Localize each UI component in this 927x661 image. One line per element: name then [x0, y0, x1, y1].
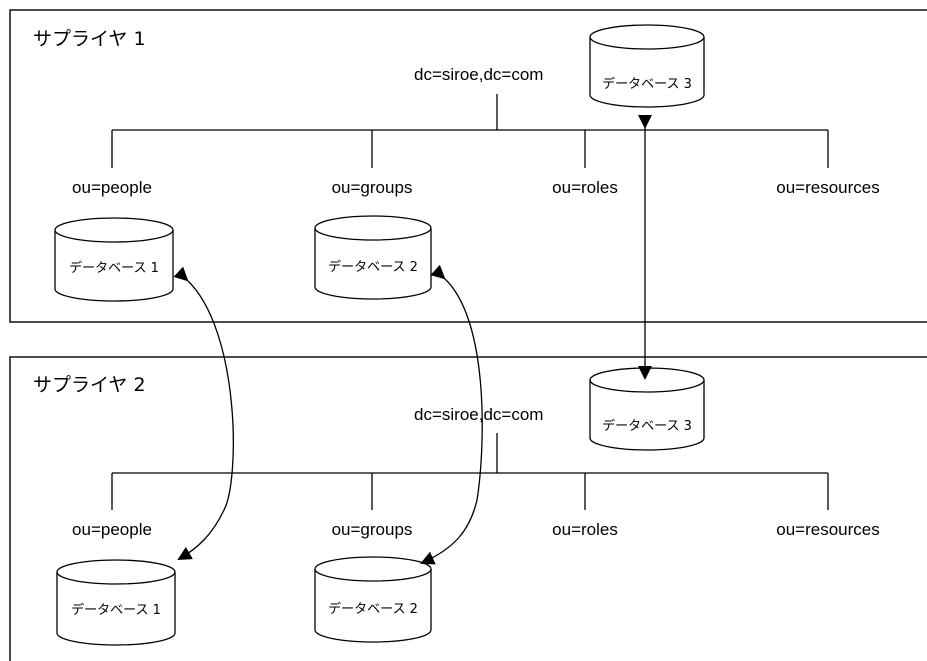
supplier-1-panel: サプライヤ 1 dc=siroe,dc=com ou=people ou=gro… [9, 9, 927, 323]
database-cylinder-body [589, 37, 705, 108]
database-cylinder-top [314, 215, 432, 241]
replication-arrow-database-1 [173, 266, 234, 561]
supplier-2-database-2: データベース 2 [314, 556, 432, 643]
database-cylinder-top [54, 217, 174, 243]
replication-arrow-database-2 [420, 264, 483, 565]
supplier-2-ou-groups: ou=groups [332, 520, 413, 539]
supplier-2-root-label: dc=siroe,dc=com [414, 405, 543, 424]
supplier-1-frame [9, 9, 927, 323]
database-cylinder-top [589, 367, 705, 393]
supplier-2-database-3-label: データベース 3 [602, 418, 692, 434]
supplier-2-title: サプライヤ 2 [33, 374, 146, 396]
database-cylinder-top [56, 559, 176, 585]
supplier-2-panel: サプライヤ 2 dc=siroe,dc=com ou=people ou=gro… [9, 356, 927, 661]
supplier-1-database-1-label: データベース 1 [69, 260, 159, 276]
supplier-1-database-1: データベース 1 [54, 217, 174, 302]
supplier-2-database-2-label: データベース 2 [328, 601, 418, 617]
database-cylinder-body [314, 569, 432, 643]
supplier-2-database-3: データベース 3 [589, 367, 705, 451]
supplier-2-ou-roles: ou=roles [552, 520, 618, 539]
database-cylinder-body [54, 230, 174, 302]
supplier-1-database-2: データベース 2 [314, 215, 432, 300]
supplier-2-frame [9, 356, 927, 661]
supplier-1-ou-groups: ou=groups [332, 178, 413, 197]
supplier-1-database-3-label: データベース 3 [602, 76, 692, 92]
supplier-2-ou-people: ou=people [72, 520, 152, 539]
supplier-1-ou-resources: ou=resources [776, 178, 879, 197]
database-cylinder-body [589, 380, 705, 451]
supplier-1-root-label: dc=siroe,dc=com [414, 65, 543, 84]
database-cylinder-top [589, 24, 705, 50]
supplier-1-ou-people: ou=people [72, 178, 152, 197]
supplier-2-database-1-label: データベース 1 [71, 602, 161, 618]
supplier-2-database-1: データベース 1 [56, 559, 176, 646]
supplier-1-title: サプライヤ 1 [33, 28, 146, 50]
supplier-1-database-3: データベース 3 [589, 24, 705, 108]
supplier-1-ou-roles: ou=roles [552, 178, 618, 197]
database-cylinder-top [314, 556, 432, 582]
supplier-2-ou-resources: ou=resources [776, 520, 879, 539]
database-cylinder-body [56, 572, 176, 646]
supplier-1-database-2-label: データベース 2 [328, 259, 418, 275]
